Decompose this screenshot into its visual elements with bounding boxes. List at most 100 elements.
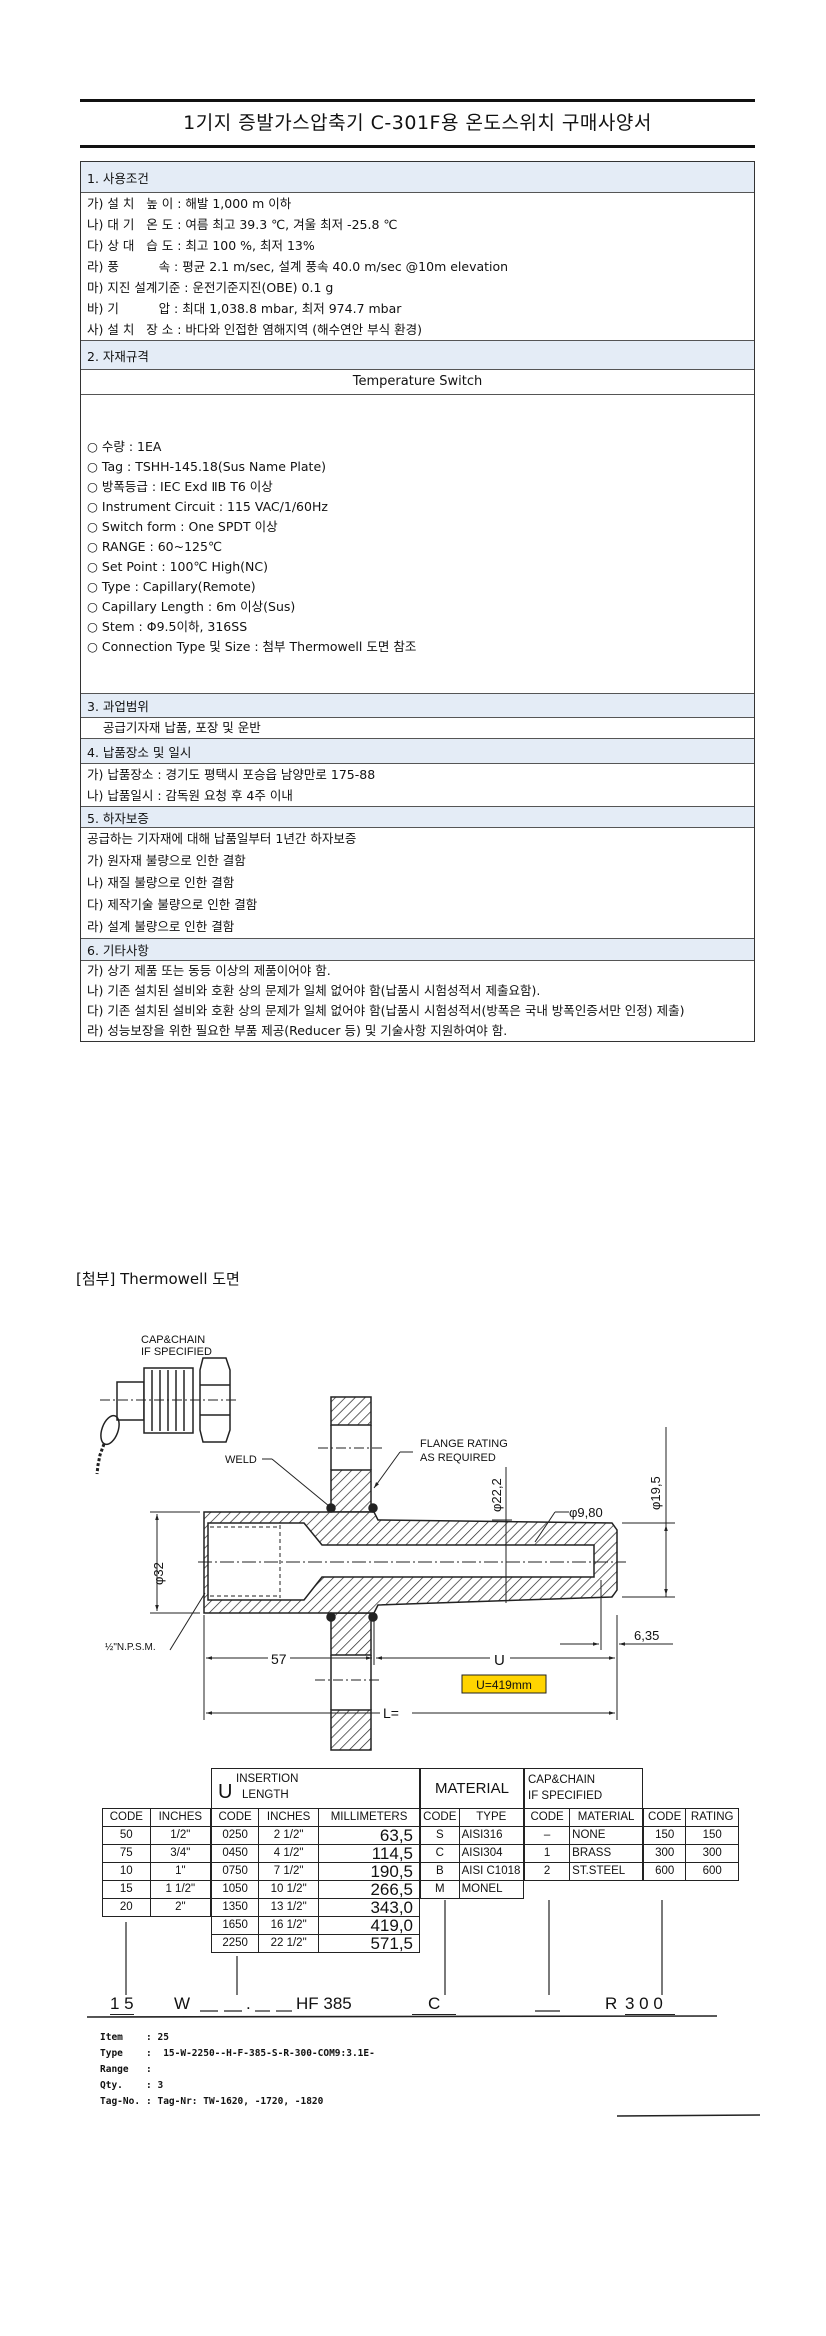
table-cell: C — [420, 1844, 460, 1863]
info-line: Item : 25 — [100, 2030, 375, 2046]
spec-row: 다) 기존 설치된 설비와 호환 상의 문제가 일체 없어야 함(납품시 시험성… — [87, 1003, 685, 1018]
table-cell: 4 1/2" — [258, 1844, 320, 1863]
weld-label: WELD — [225, 1454, 257, 1466]
spec-item: ○ Tag : TSHH-145.18(Sus Name Plate) — [87, 459, 327, 474]
info-label: Type — [100, 2048, 141, 2059]
table-cell: AISI316 — [458, 1826, 525, 1845]
misc-rows: 가) 상기 제품 또는 동등 이상의 제품이어야 함.나) 기존 설치된 설비와… — [81, 961, 754, 1041]
table-cell: 1/2" — [149, 1826, 212, 1845]
section-header-warranty: 5. 하자보증 — [81, 806, 754, 828]
dim-u-label: U — [494, 1652, 505, 1669]
table-cell: S — [420, 1826, 460, 1845]
spec-row: 가) 상기 제품 또는 동등 이상의 제품이어야 함. — [87, 963, 331, 978]
table-cell: 15 — [102, 1880, 151, 1899]
table-cell: 114,5 — [318, 1844, 420, 1863]
column-header: CODE — [102, 1808, 151, 1827]
spec-item: ○ Stem : Φ9.5이하, 316SS — [87, 619, 248, 634]
table-cell: 190,5 — [318, 1862, 420, 1881]
table-cell: BRASS — [569, 1844, 643, 1863]
table-cell: 2250 — [210, 1934, 260, 1953]
column-header: CODE — [523, 1808, 571, 1827]
code-leader-lines — [86, 1900, 761, 2117]
section-header-misc: 6. 기타사항 — [81, 938, 754, 961]
table-cell: 343,0 — [318, 1898, 420, 1917]
column-header: INCHES — [258, 1808, 320, 1827]
dia-22-label: φ22,2 — [489, 1478, 504, 1512]
table-cell: 571,5 — [318, 1934, 420, 1953]
table-cell: AISI C1018 — [458, 1862, 525, 1881]
info-label: Item — [100, 2032, 141, 2043]
spec-row: 라) 풍 속 : 평균 2.1 m/sec, 설계 풍속 40.0 m/sec … — [87, 259, 509, 274]
table-cell: 266,5 — [318, 1880, 420, 1899]
code-r: R — [605, 1994, 618, 2013]
info-line: Tag-No.: Tag-Nr: TW-1620, -1720, -1820 — [100, 2094, 375, 2110]
code-hf: HF 385 — [296, 1994, 352, 2013]
code-material: C — [412, 1994, 457, 2015]
section-header-conditions: 1. 사용조건 — [81, 162, 754, 193]
spec-row: 가) 납품장소 : 경기도 평택시 포승읍 남양만로 175-88 — [87, 767, 376, 782]
dim-57-label: 57 — [271, 1651, 287, 1667]
table-cell: 1" — [149, 1862, 212, 1881]
spec-item: ○ 수량 : 1EA — [87, 439, 162, 454]
spec-row: 가) 원자재 불량으로 인한 결함 — [87, 853, 246, 868]
thermowell-drawing: CAP&CHAIN IF SPECIFIED WELD FLANGE RATIN… — [95, 1334, 675, 1751]
table-cell: 3/4" — [149, 1844, 212, 1863]
table-cell: 0250 — [210, 1826, 260, 1845]
spec-row: 공급기자재 납품, 포장 및 운반 — [87, 720, 261, 735]
table-cell: MONEL — [458, 1880, 525, 1899]
section-header-scope: 3. 과업범위 — [81, 693, 754, 718]
table-cell: 22 1/2" — [258, 1934, 320, 1953]
section-header-spec: 2. 자재규격 — [81, 340, 754, 370]
table-cell: 50 — [102, 1826, 151, 1845]
table-cell: – — [523, 1826, 571, 1845]
code-w: W — [174, 1994, 191, 2013]
spec-item: ○ RANGE : 60~125℃ — [87, 539, 222, 554]
info-value: : 25 — [146, 2032, 169, 2043]
table-cell: 1050 — [210, 1880, 260, 1899]
info-value: : 15-W-2250--H-F-385-S-R-300-COM9:3.1E- — [146, 2048, 375, 2059]
table-cell: 600 — [685, 1862, 739, 1881]
title-top-rule — [80, 99, 755, 102]
code-rating: 3 0 0 — [625, 1994, 675, 2015]
dia-980-label: φ9,80 — [569, 1505, 603, 1520]
table-cell: 1650 — [210, 1916, 260, 1935]
table-cell: 600 — [642, 1862, 687, 1881]
spec-row: 다) 상 대 습 도 : 최고 100 %, 최저 13% — [87, 238, 315, 253]
code-size: 1 5 — [110, 1994, 134, 2015]
table-cell: 0450 — [210, 1844, 260, 1863]
spec-row: 마) 지진 설계기준 : 운전기준지진(OBE) 0.1 g — [87, 280, 334, 295]
spec-row: 나) 재질 불량으로 인한 결함 — [87, 875, 235, 890]
table-cell: 75 — [102, 1844, 151, 1863]
column-header: MILLIMETERS — [318, 1808, 420, 1827]
table-cell: 63,5 — [318, 1826, 420, 1845]
table-cell: NONE — [569, 1826, 643, 1845]
table-cell: 1 1/2" — [149, 1880, 212, 1899]
table-cell: 10 — [102, 1862, 151, 1881]
spec-item: ○ Instrument Circuit : 115 VAC/1/60Hz — [87, 499, 328, 514]
dim-635-label: 6,35 — [634, 1628, 659, 1643]
cap-chain-label-1: CAP&CHAIN — [141, 1334, 205, 1346]
column-header: CODE — [210, 1808, 260, 1827]
cap-chain-assembly — [95, 1357, 238, 1475]
column-header: MATERIAL — [569, 1808, 643, 1827]
